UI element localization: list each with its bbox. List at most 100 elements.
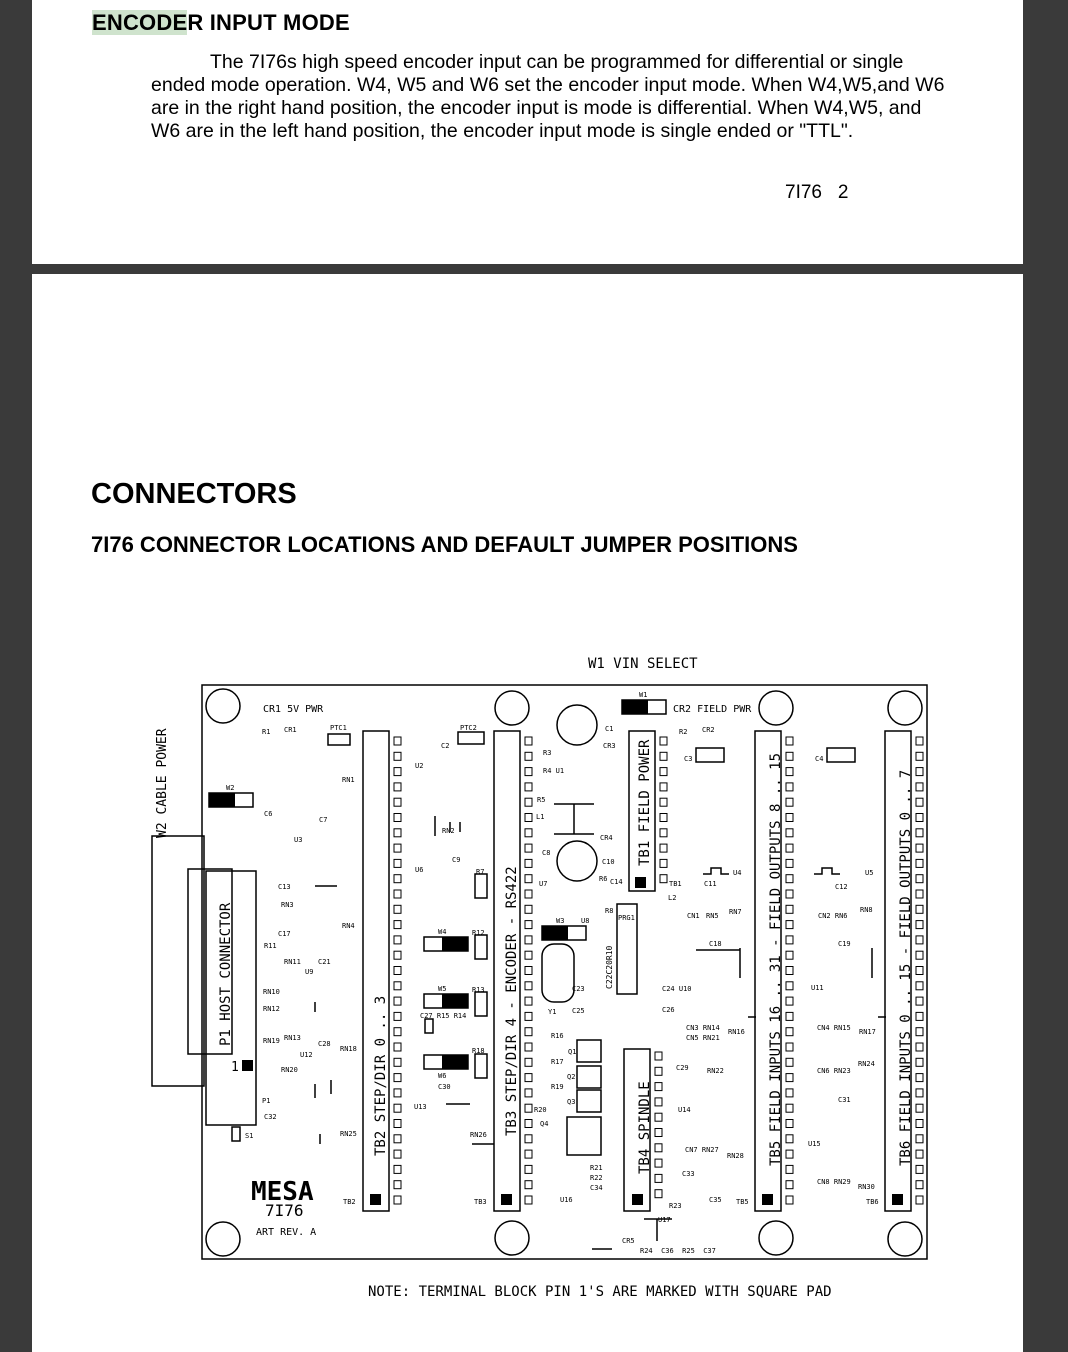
pin1-square-tb4 [632, 1194, 643, 1205]
terminal-pad [915, 1134, 924, 1144]
terminal-pad [654, 1112, 663, 1122]
label-tb3: TB3 STEP/DIR 4 - ENCODER - RS422 [504, 866, 520, 1136]
transistor-q4 [566, 1116, 602, 1156]
label-r12: R12 [472, 929, 485, 937]
label-u12: U12 [300, 1051, 313, 1059]
terminal-pad [393, 874, 402, 884]
jumper-w2-fill [209, 793, 235, 807]
label-rn10: RN10 [263, 988, 280, 996]
terminal-pad [659, 858, 668, 868]
label-c35: C35 [709, 1196, 722, 1204]
terminal-block-tb3 [493, 730, 521, 1212]
label-tb5: TB5 FIELD INPUTS 16 .. 31 - FIELD OUTPUT… [768, 753, 784, 1166]
terminal-pad [915, 920, 924, 930]
terminal-pad [524, 874, 533, 884]
label-rn30: RN30 [858, 1183, 875, 1191]
terminal-pad [393, 920, 402, 930]
terminal-pad [393, 1011, 402, 1021]
jumpers [208, 699, 667, 1070]
label-c11: C11 [704, 880, 717, 888]
label-c27-r15-r14: C27 R15 R14 [420, 1012, 466, 1020]
terminal-pad [654, 1189, 663, 1199]
terminal-pad [785, 1103, 794, 1113]
terminal-pad [785, 1073, 794, 1083]
label-rn1: RN1 [342, 776, 355, 784]
part-c3 [695, 747, 725, 763]
terminal-pad [524, 1073, 533, 1083]
label-c17: C17 [278, 930, 291, 938]
terminal-pad [393, 950, 402, 960]
terminal-pad [785, 767, 794, 777]
misc-traces-3 [592, 1218, 672, 1250]
terminal-pad [785, 1119, 794, 1128]
label-cr2: CR2 [702, 726, 715, 734]
label-r6: R6 [599, 875, 607, 883]
terminal-pad [785, 950, 794, 960]
terminal-pad [654, 1128, 663, 1137]
terminal-pad [915, 1164, 924, 1174]
terminal-pad [393, 1134, 402, 1144]
pin1-square-tb2 [370, 1194, 381, 1205]
label-r18: R18 [472, 1047, 485, 1055]
capacitor-c1 [556, 704, 598, 746]
label-q3: Q3 [567, 1098, 575, 1106]
section-heading-encoder-input-mode: ENCODER INPUT MODE [92, 10, 350, 36]
terminal-pad [524, 1088, 533, 1098]
label-rn5: RN5 [706, 912, 719, 920]
label-cr1-5v-pwr: CR1 5V PWR [263, 704, 324, 715]
label-w5: W5 [438, 985, 446, 993]
label-cr5: CR5 [622, 1237, 635, 1245]
label-c6: C6 [264, 810, 272, 818]
terminal-pad [785, 843, 794, 853]
terminal-pad [393, 1027, 402, 1037]
terminal-pad [393, 828, 402, 838]
label-c2: C2 [441, 742, 449, 750]
mounting-hole [758, 1220, 794, 1256]
terminal-pad [524, 782, 533, 792]
terminal-pad [524, 797, 533, 807]
terminal-pad [524, 1180, 533, 1190]
p1-connector-shell [151, 835, 205, 1087]
label-cn5-rn21: CN5 RN21 [686, 1034, 720, 1042]
mounting-hole [758, 690, 794, 726]
board-layout-diagram: W2 CABLE POWER P1 HOST CONNECTOR TB2 STE… [151, 656, 928, 1300]
label-rn26: RN26 [470, 1131, 487, 1139]
label-r21: R21 [590, 1164, 603, 1172]
p1-connector-pins [205, 870, 257, 1126]
terminal-pad [524, 1103, 533, 1113]
part-c27 [424, 1018, 434, 1034]
terminal-pad [524, 981, 533, 991]
terminal-pad [659, 767, 668, 777]
search-highlight: ENCODE [92, 10, 188, 35]
terminal-pad [393, 1057, 402, 1067]
label-rn11: RN11 [284, 958, 301, 966]
terminal-pad [524, 813, 533, 822]
label-r22: R22 [590, 1174, 603, 1182]
terminal-pad [524, 767, 533, 777]
terminal-pad [659, 843, 668, 853]
terminal-pad [654, 1143, 663, 1153]
terminal-pad [785, 1027, 794, 1037]
terminal-pad [524, 1195, 533, 1205]
label-w2: W2 [226, 784, 234, 792]
label-rn17: RN17 [859, 1028, 876, 1036]
label-tb6: TB6 FIELD INPUTS 0 .. 15 - FIELD OUTPUTS… [898, 770, 914, 1166]
board-model: 7I76 [265, 1201, 304, 1220]
terminal-pad [524, 889, 533, 899]
terminal-pad [654, 1066, 663, 1076]
label-tb4: TB4 SPINDLE [637, 1081, 653, 1174]
pin1-square-tb1 [635, 877, 646, 888]
label-c19: C19 [838, 940, 851, 948]
terminal-pad [915, 1073, 924, 1083]
pin1-square-tb3 [501, 1194, 512, 1205]
jumper-w1-fill [622, 700, 648, 714]
label-u2: U2 [415, 762, 423, 770]
label-r4-u1: R4 U1 [543, 767, 564, 775]
terminal-pad [659, 797, 668, 807]
pin1-square-tb6 [892, 1194, 903, 1205]
terminal-pad [785, 996, 794, 1006]
mounting-hole [887, 1221, 923, 1257]
label-rn2: RN2 [442, 827, 455, 835]
label-p1-host-connector: P1 HOST CONNECTOR [218, 902, 234, 1046]
label-u14: U14 [678, 1106, 691, 1114]
